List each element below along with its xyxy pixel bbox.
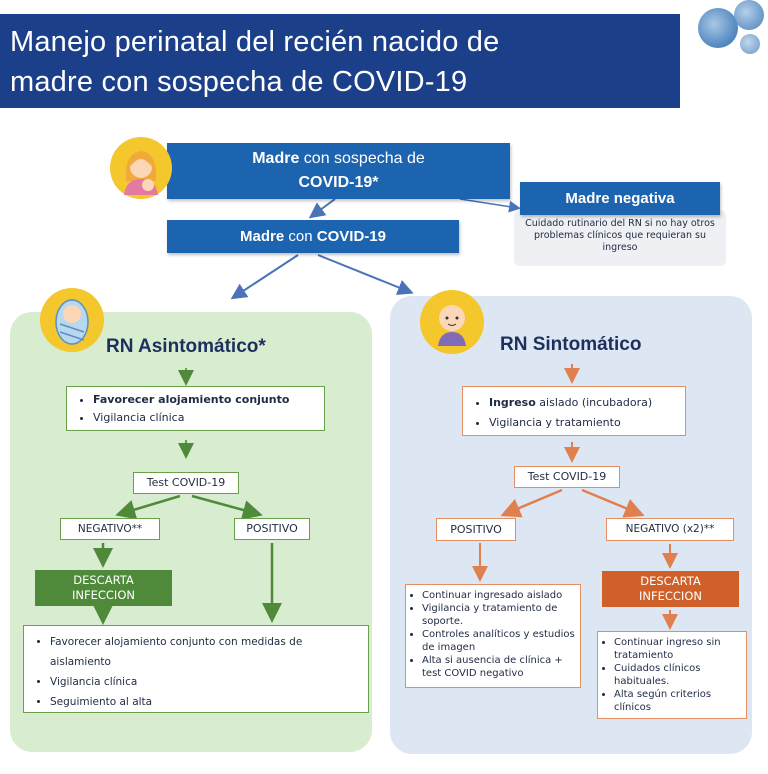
asymptomatic-negative-box: NEGATIVO** [60,518,160,540]
sym-care-bold: Ingreso [489,396,536,409]
covid-text: con [284,228,317,245]
sym-neg-item-1: Continuar ingreso sin tratamiento [614,636,742,662]
symptomatic-negative-list: Continuar ingreso sin tratamiento Cuidad… [597,631,747,719]
arrow-sospecha-to-covid [308,198,336,219]
asym-descarta-line-2: INFECCION [72,588,135,602]
asymptomatic-care-box: Favorecer alojamiento conjunto Vigilanci… [66,386,325,431]
asym-final-item-2: Vigilancia clínica [50,672,362,692]
virus-icon [690,0,768,60]
title-line-1: Manejo perinatal del recién nacido de [10,26,500,58]
mother-avatar-icon [110,137,172,199]
sym-neg-item-2: Cuidados clínicos habituales. [614,662,742,688]
sym-descarta-line-2: INFECCION [639,589,702,603]
sym-pos-item-4: Alta si ausencia de clínica + test COVID… [422,654,576,680]
arrow-covid-to-sym [317,254,414,295]
asymptomatic-descarta-box: DESCARTA INFECCION [35,570,172,606]
asym-care-item-1: Favorecer alojamiento conjunto [93,391,318,409]
sym-care-item-2: Vigilancia y tratamiento [489,413,679,433]
arrow-covid-to-asym [230,254,299,300]
mother-covid-box: Madre con COVID-19 [167,220,459,253]
sym-pos-item-2: Vigilancia y tratamiento de soporte. [422,602,576,628]
page-title: Manejo perinatal del recién nacido de ma… [10,22,674,102]
sym-pos-item-1: Continuar ingresado aislado [422,589,576,602]
sospecha-bold: Madre [252,150,300,167]
sym-neg-item-3: Alta según criterios clínicos [614,688,742,714]
asym-care-item-2: Vigilancia clínica [93,409,318,427]
symptomatic-positive-box: POSITIVO [436,518,516,541]
symptomatic-positive-list: Continuar ingresado aislado Vigilancia y… [405,584,581,688]
covid-bold-2: COVID-19 [316,228,386,245]
title-banner [0,14,680,108]
sym-descarta-line-1: DESCARTA [640,574,701,588]
symptomatic-descarta-box: DESCARTA INFECCION [602,571,739,607]
asymptomatic-title: RN Asintomático* [106,336,266,357]
symptomatic-negative-box: NEGATIVO (x2)** [606,518,734,541]
mother-suspected-box: Madre con sospecha de COVID-19* [167,143,510,199]
asymptomatic-positive-box: POSITIVO [234,518,310,540]
baby-wrapped-icon [40,288,104,352]
mother-negative-box: Madre negativa [520,182,720,215]
asym-descarta-line-1: DESCARTA [73,573,134,587]
baby-face-icon [420,290,484,354]
symptomatic-title: RN Sintomático [500,334,642,355]
arrow-sospecha-to-negativa [459,198,521,213]
symptomatic-test-box: Test COVID-19 [514,466,620,488]
asymptomatic-final-box: Favorecer alojamiento conjunto con medid… [23,625,369,713]
asym-final-item-1: Favorecer alojamiento conjunto con medid… [50,632,362,672]
asym-final-item-3: Seguimiento al alta [50,692,362,712]
title-line-2: madre con sospecha de COVID-19 [10,66,468,98]
mother-negative-note: Cuidado rutinario del RN si no hay otros… [514,210,726,266]
asymptomatic-test-box: Test COVID-19 [133,472,239,494]
symptomatic-care-box: Ingreso aislado (incubadora) Vigilancia … [462,386,686,436]
sym-care-rest: aislado (incubadora) [535,396,653,409]
sospecha-covid: COVID-19* [298,174,379,191]
sym-care-item-1: Ingreso aislado (incubadora) [489,393,679,413]
sym-pos-item-3: Controles analíticos y estudios de image… [422,628,576,654]
sospecha-text: con sospecha de [299,150,425,167]
covid-bold-1: Madre [240,228,285,245]
